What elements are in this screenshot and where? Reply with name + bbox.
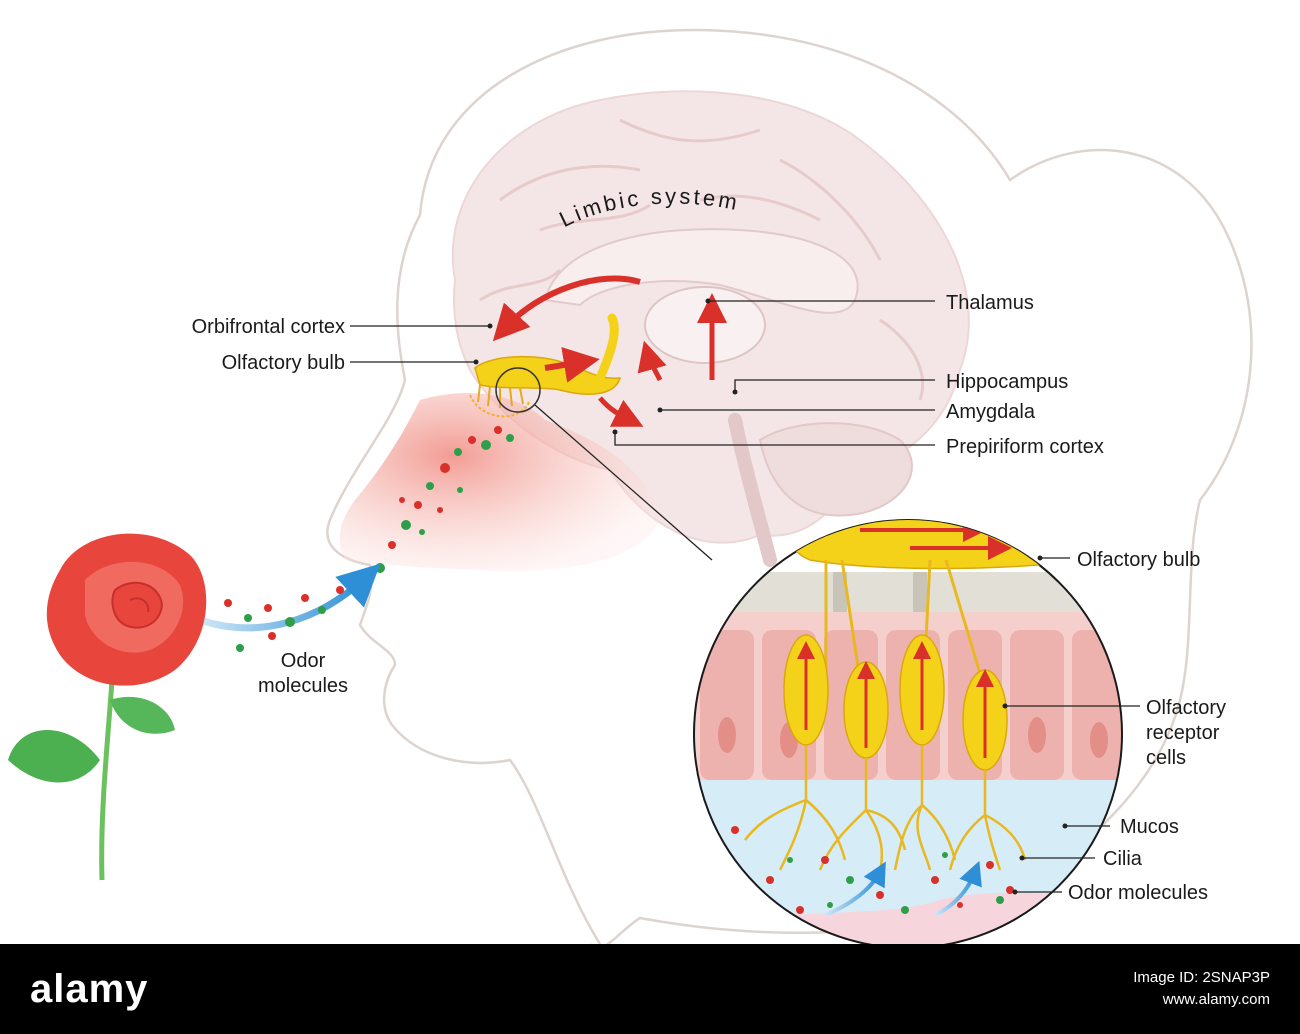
mucos-label: Mucos xyxy=(1120,816,1179,838)
magnifier-origin-circle xyxy=(495,367,541,413)
olfactory-receptor-label-line1: Olfactory xyxy=(1146,697,1226,719)
nasal-cavity xyxy=(339,392,660,571)
odor-molecules-label-right: Odor molecules xyxy=(1068,882,1208,904)
watermark-logo: alamy xyxy=(30,966,149,1011)
amygdala-label: Amygdala xyxy=(946,401,1036,423)
limbic-signal-arrows xyxy=(492,275,727,427)
olfactory-bulb-label-right: Olfactory bulb xyxy=(1077,549,1200,571)
rose-flower xyxy=(8,533,207,881)
olfaction-diagram: Limbic system Orbifrontal cortex Olfacto… xyxy=(8,28,1253,944)
magnifier-line-lower xyxy=(534,404,713,561)
image-id: Image ID: 2SNAP3P xyxy=(1133,969,1270,986)
odor-molecules-label-line2: molecules xyxy=(258,675,348,697)
stock-footer: alamy Image ID: 2SNAP3P www.alamy.com xyxy=(0,944,1300,1034)
olfactory-bulb-head xyxy=(469,313,622,418)
site-url[interactable]: www.alamy.com xyxy=(1162,991,1270,1008)
odor-molecules-label-line1: Odor xyxy=(281,650,326,672)
olfactory-receptor-label-line3: cells xyxy=(1146,747,1186,769)
prepiriform-cortex-label: Prepiriform cortex xyxy=(946,436,1104,458)
label-leaders xyxy=(350,298,1140,895)
cilia-label: Cilia xyxy=(1103,848,1143,870)
olfactory-bulb-label-left: Olfactory bulb xyxy=(222,352,345,374)
hippocampus-label: Hippocampus xyxy=(946,371,1068,393)
air-odor-molecules xyxy=(224,586,344,652)
olfactory-receptor-label-line2: receptor xyxy=(1146,722,1220,744)
olfactory-receptor-cells xyxy=(744,559,1027,871)
orbifrontal-cortex-label: Orbifrontal cortex xyxy=(192,316,345,338)
footer-info: Image ID: 2SNAP3P www.alamy.com xyxy=(1133,967,1270,1011)
thalamus-label: Thalamus xyxy=(946,292,1034,314)
